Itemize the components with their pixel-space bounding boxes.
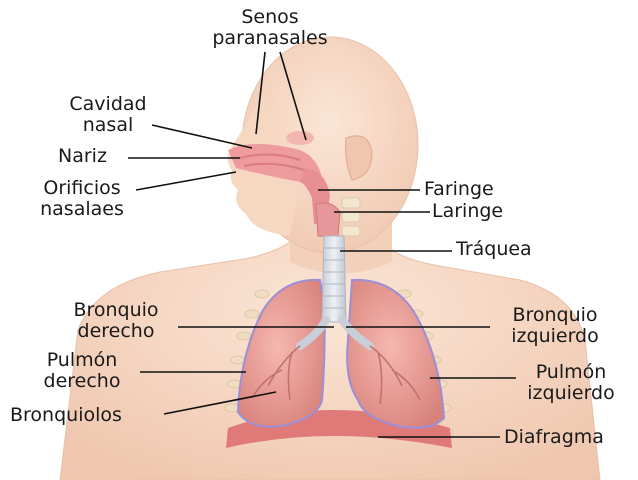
label-senos-line2: paranasales [180,28,360,49]
label-pulmon-izq-line2: izquierdo [510,383,632,404]
label-bronquio-izq-line1: Bronquio [490,305,620,326]
vertebrae [342,198,360,236]
label-cavidad-line1: Cavidad [38,94,178,115]
label-bronquio-izquierdo: Bronquio izquierdo [490,305,620,347]
label-pulmon-izquierdo: Pulmón izquierdo [510,362,632,404]
label-bronquio-izq-line2: izquierdo [490,326,620,347]
label-bronquiolos: Bronquiolos [10,405,122,426]
label-orificios-nasalaes: Orificios nasalaes [22,178,142,220]
label-senos-paranasales: Senos paranasales [180,7,360,49]
larynx [316,203,340,236]
label-cavidad-nasal: Cavidad nasal [38,94,178,136]
label-bronquio-der-line1: Bronquio [46,300,186,321]
label-traquea: Tráquea [456,239,532,260]
label-orificios-line2: nasalaes [22,199,142,220]
label-bronquio-derecho: Bronquio derecho [46,300,186,342]
label-nariz: Nariz [58,146,107,167]
label-pulmon-derecho: Pulmón derecho [22,350,142,392]
label-senos-line1: Senos [180,7,360,28]
trachea [322,236,346,322]
label-diafragma: Diafragma [504,427,604,448]
label-laringe: Laringe [432,201,503,222]
label-pulmon-der-line2: derecho [22,371,142,392]
label-orificios-line1: Orificios [22,178,142,199]
label-pulmon-izq-line1: Pulmón [510,362,632,383]
sinus [286,131,314,145]
label-pulmon-der-line1: Pulmón [22,350,142,371]
label-faringe: Faringe [424,179,494,200]
label-bronquio-der-line2: derecho [46,321,186,342]
label-cavidad-line2: nasal [38,115,178,136]
